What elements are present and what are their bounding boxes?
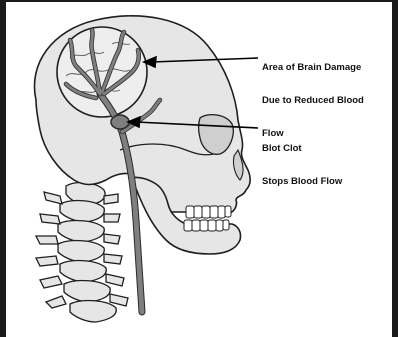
top-border	[0, 0, 398, 2]
spinous-process	[36, 236, 58, 244]
blood-clot-callout: Blot Clot Stops Blood Flow	[262, 121, 342, 209]
transverse-process	[106, 274, 124, 286]
transverse-process	[104, 194, 118, 204]
tooth	[194, 206, 202, 218]
tooth	[210, 206, 218, 218]
spinous-process	[46, 296, 66, 308]
tooth	[192, 220, 200, 231]
tooth	[200, 220, 208, 231]
blood-clot-callout-line2: Stops Blood Flow	[262, 176, 342, 187]
brain-damage-callout-line2: Due to Reduced Blood	[262, 95, 364, 106]
cervical-spine	[36, 183, 128, 322]
tooth	[184, 220, 192, 231]
spinous-process	[44, 192, 62, 204]
left-border	[0, 0, 6, 337]
lower-teeth	[184, 220, 229, 231]
transverse-process	[104, 234, 120, 244]
transverse-process	[110, 294, 128, 306]
tooth	[208, 220, 216, 231]
tooth	[216, 220, 223, 231]
right-border	[392, 0, 398, 337]
transverse-process	[104, 214, 120, 222]
vertebra	[58, 221, 104, 242]
spinous-process	[40, 276, 62, 288]
tooth	[223, 220, 229, 230]
spinous-process	[40, 214, 60, 224]
vertebra	[60, 261, 106, 282]
spinous-process	[36, 256, 58, 266]
vertebra	[58, 241, 104, 262]
vertebra	[64, 281, 110, 302]
transverse-process	[104, 254, 122, 264]
tooth	[218, 206, 225, 218]
tooth	[202, 206, 210, 218]
tooth	[225, 206, 231, 217]
brain-damage-callout-line1: Area of Brain Damage	[262, 62, 364, 73]
vertebra	[70, 301, 116, 322]
tooth	[186, 206, 194, 218]
upper-teeth	[186, 206, 231, 218]
blood-clot-callout-line1: Blot Clot	[262, 143, 342, 154]
vertebra	[60, 201, 104, 222]
